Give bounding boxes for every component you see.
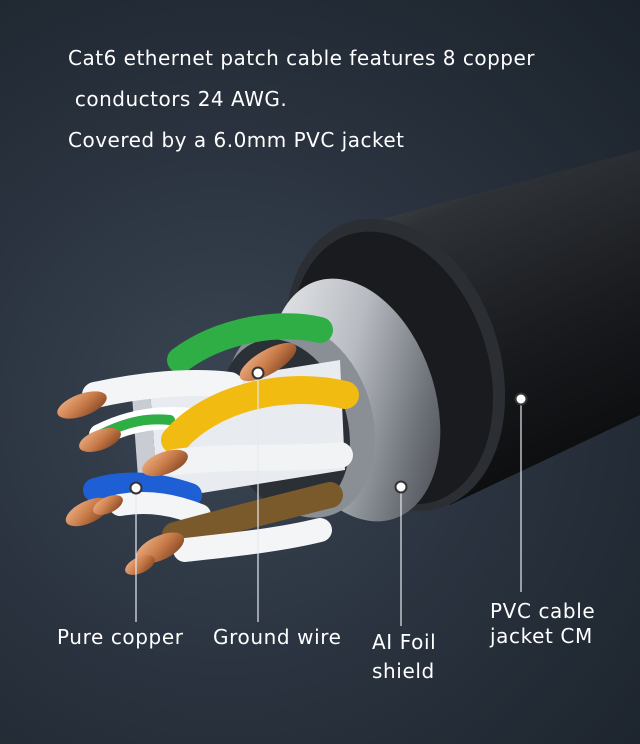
callout-pvc-jacket [514, 392, 528, 592]
callout-foil-shield [394, 480, 408, 626]
label-pure-copper: Pure copper [57, 625, 184, 649]
label-foil-line-2: shield [372, 659, 435, 683]
wire-white-green [82, 370, 243, 408]
headline: Cat6 ethernet patch cable features 8 cop… [68, 38, 628, 161]
callout-pure-copper [129, 481, 143, 622]
label-foil-line-1: AI Foil [372, 630, 437, 654]
wire-blue [83, 472, 211, 526]
label-jacket-line-2: jacket CM [490, 624, 593, 648]
headline-line-3: Covered by a 6.0mm PVC jacket [68, 128, 405, 152]
callout-ground-wire [251, 366, 265, 622]
headline-line-1: Cat6 ethernet patch cable features 8 cop… [68, 46, 536, 70]
headline-line-2: conductors 24 AWG. [68, 87, 288, 111]
label-ground-wire: Ground wire [213, 625, 342, 649]
wire-orange [161, 376, 359, 475]
label-jacket-line-1: PVC cable [490, 599, 596, 623]
